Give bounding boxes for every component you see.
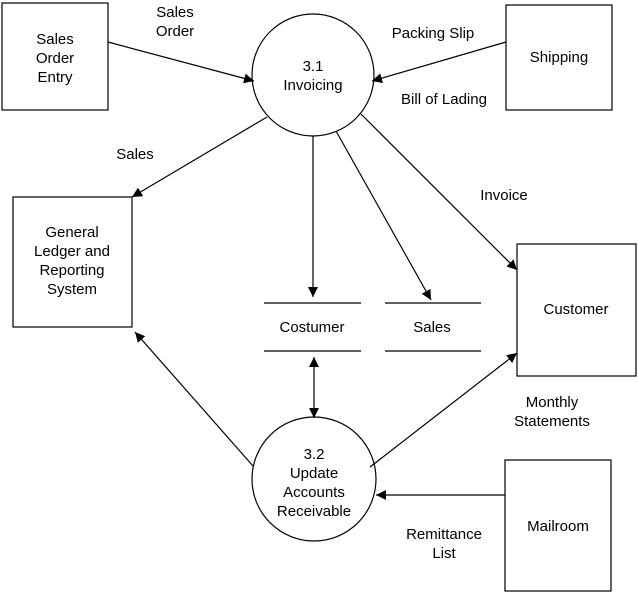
flow-invoicing-to-sales-arrow bbox=[335, 130, 432, 301]
entity-general-ledger-line-2: Ledger and bbox=[34, 243, 110, 260]
flow-label-remittance-list-2: List bbox=[432, 545, 456, 562]
flow-monthly-statements-arrow bbox=[369, 352, 518, 468]
process-invoicing-number: 3.1 bbox=[303, 58, 324, 75]
entity-mailroom-label: Mailroom bbox=[527, 518, 589, 535]
entity-general-ledger: General Ledger and Reporting System bbox=[12, 196, 133, 328]
flow-invoice-arrow bbox=[360, 113, 518, 271]
flow-sales-arrow bbox=[131, 116, 268, 198]
flow-packing-slip-arrow bbox=[371, 41, 507, 84]
flow-label-monthly-statements-1: Monthly bbox=[526, 394, 579, 411]
flow-label-sales-order-1: Sales bbox=[156, 4, 194, 21]
process-update-ar-line-1: Update bbox=[290, 465, 338, 482]
entity-sales-order-entry-line-1: Sales bbox=[36, 31, 74, 48]
datastore-costumer: Costumer bbox=[264, 302, 361, 352]
entity-sales-order-entry-line-2: Order bbox=[36, 50, 74, 67]
process-invoicing: 3.1 Invoicing bbox=[251, 13, 375, 137]
datastore-costumer-label: Costumer bbox=[279, 319, 344, 336]
entity-shipping-label: Shipping bbox=[530, 49, 588, 66]
entity-sales-order-entry-line-3: Entry bbox=[37, 69, 73, 86]
entity-customer: Customer bbox=[516, 243, 637, 377]
process-update-ar-number: 3.2 bbox=[304, 446, 325, 463]
process-invoicing-name: Invoicing bbox=[283, 77, 342, 94]
flow-label-packing-slip: Packing Slip bbox=[392, 25, 475, 42]
flow-label-monthly-statements-2: Statements bbox=[514, 413, 590, 430]
flow-label-sales-order-2: Order bbox=[156, 23, 194, 40]
flow-sales-order-arrow bbox=[107, 41, 255, 84]
flow-label-sales: Sales bbox=[116, 146, 154, 163]
process-update-ar: 3.2 Update Accounts Receivable bbox=[251, 416, 377, 542]
flow-label-invoice: Invoice bbox=[480, 187, 528, 204]
entity-mailroom: Mailroom bbox=[504, 459, 612, 592]
flow-update-ar-to-ledger-arrow bbox=[134, 331, 254, 467]
entity-sales-order-entry: Sales Order Entry bbox=[1, 2, 109, 111]
entity-general-ledger-line-1: General bbox=[45, 224, 98, 241]
entity-general-ledger-line-3: Reporting bbox=[39, 262, 104, 279]
flow-label-remittance-list-1: Remittance bbox=[406, 526, 482, 543]
flow-label-bill-of-lading: Bill of Lading bbox=[401, 91, 487, 108]
entity-general-ledger-line-4: System bbox=[47, 281, 97, 298]
entity-shipping: Shipping bbox=[505, 4, 613, 111]
datastore-sales: Sales bbox=[385, 302, 481, 352]
process-update-ar-line-3: Receivable bbox=[277, 503, 351, 520]
datastore-sales-label: Sales bbox=[413, 319, 451, 336]
process-update-ar-line-2: Accounts bbox=[283, 484, 345, 501]
entity-customer-label: Customer bbox=[543, 301, 608, 318]
